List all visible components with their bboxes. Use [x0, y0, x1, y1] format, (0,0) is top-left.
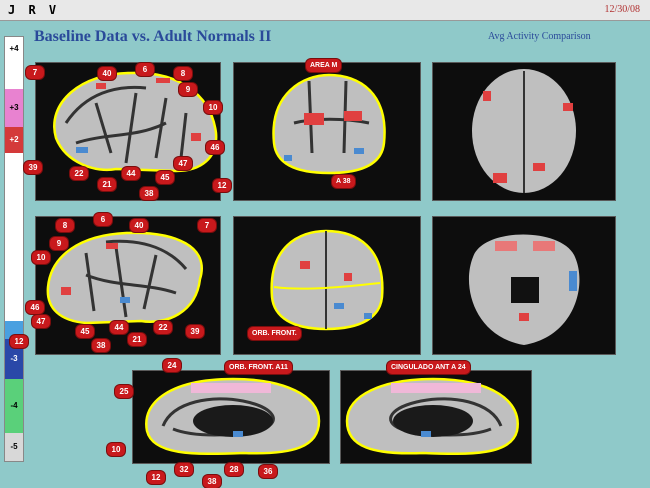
label-6: 6 [136, 63, 154, 76]
color-scale: +4 +3 +2 -3 -4 -5 [4, 36, 24, 462]
panel-lateral-right: 8 6 40 7 9 10 46 47 45 38 44 21 22 39 12 [10, 213, 221, 355]
panel-medial-right: CINGULADO ANT A 24 [340, 361, 532, 464]
label-10: 10 [32, 251, 50, 264]
label-orb-front: ORB. FRONT. [248, 327, 301, 340]
label-area-m: AREA M [306, 59, 342, 72]
label-22: 22 [70, 167, 88, 180]
panel-title-superior [432, 51, 614, 61]
label-9: 9 [179, 83, 197, 96]
scale-plus4: +4 [5, 37, 23, 89]
panel-title-lateral-left [35, 51, 219, 61]
brain-medial-right [345, 377, 519, 456]
label-12: 12 [213, 179, 231, 192]
brain-posterior [270, 229, 384, 331]
scale-minus2 [5, 321, 23, 339]
scale-plus2: +2 [5, 127, 23, 153]
label-28: 28 [225, 463, 243, 476]
brain-lateral-right [46, 231, 203, 325]
label-24: 24 [163, 359, 181, 372]
label-46: 46 [26, 301, 44, 314]
label-8: 8 [56, 219, 74, 232]
label-44: 44 [122, 167, 140, 180]
patient-code: J R V [8, 3, 60, 17]
label-40: 40 [130, 219, 148, 232]
panel-title-inferior [432, 205, 614, 215]
label-25: 25 [115, 385, 133, 398]
brain-inferior [468, 234, 580, 345]
label-38: 38 [203, 475, 221, 488]
label-38: 38 [92, 339, 110, 352]
label-32: 32 [175, 463, 193, 476]
label-47: 47 [174, 157, 192, 170]
label-45: 45 [76, 325, 94, 338]
page-subtitle: Avg Activity Comparison [488, 31, 591, 42]
label-45: 45 [156, 171, 174, 184]
panel-lateral-left: 7 40 6 8 9 10 46 12 47 45 38 44 21 22 39 [24, 62, 231, 201]
label-21: 21 [128, 333, 146, 346]
label-7: 7 [26, 66, 44, 79]
brain-frontal [272, 73, 386, 175]
label-7: 7 [198, 219, 216, 232]
scale-minus5: -5 [5, 433, 23, 461]
brain-superior [472, 69, 576, 193]
label-8: 8 [174, 67, 192, 80]
panel-title-posterior [233, 205, 419, 215]
panel-inferior [432, 216, 616, 355]
label-12: 12 [10, 335, 28, 348]
scale-neutral [5, 153, 23, 321]
label-44: 44 [110, 321, 128, 334]
scale-plus3: +3 [5, 89, 23, 127]
label-39: 39 [186, 325, 204, 338]
label-39: 39 [24, 161, 42, 174]
panel-superior [432, 62, 616, 201]
panel-title-lateral-right [35, 205, 219, 215]
label-cingulado-ant-a24: CINGULADO ANT A 24 [387, 361, 470, 374]
label-22: 22 [154, 321, 172, 334]
brain-medial-left [145, 377, 321, 456]
label-36: 36 [259, 465, 277, 478]
label-12: 12 [147, 471, 165, 484]
title-bar: J R V 12/30/08 [0, 0, 650, 21]
label-orb-front-a11: ORB. FRONT. A11 [225, 361, 292, 374]
label-6: 6 [94, 213, 112, 226]
label-38: 38 [140, 187, 158, 200]
scale-minus4: -4 [5, 379, 23, 433]
label-46: 46 [206, 141, 224, 154]
label-10: 10 [204, 101, 222, 114]
label-10: 10 [107, 443, 125, 456]
label-a38: A 38 [332, 175, 355, 188]
panel-medial-left: 24 ORB. FRONT. A11 25 10 12 32 38 28 36 [107, 359, 330, 488]
label-47: 47 [32, 315, 50, 328]
label-40: 40 [98, 67, 116, 80]
brain-lateral-left [53, 71, 218, 173]
page-title: Baseline Data vs. Adult Normals II [34, 28, 272, 45]
panel-posterior: ORB. FRONT. [233, 216, 421, 355]
label-21: 21 [98, 178, 116, 191]
label-9: 9 [50, 237, 68, 250]
scale-minus3: -3 [5, 339, 23, 379]
report-date: 12/30/08 [604, 4, 640, 15]
panel-frontal: AREA M A 38 [233, 59, 421, 201]
